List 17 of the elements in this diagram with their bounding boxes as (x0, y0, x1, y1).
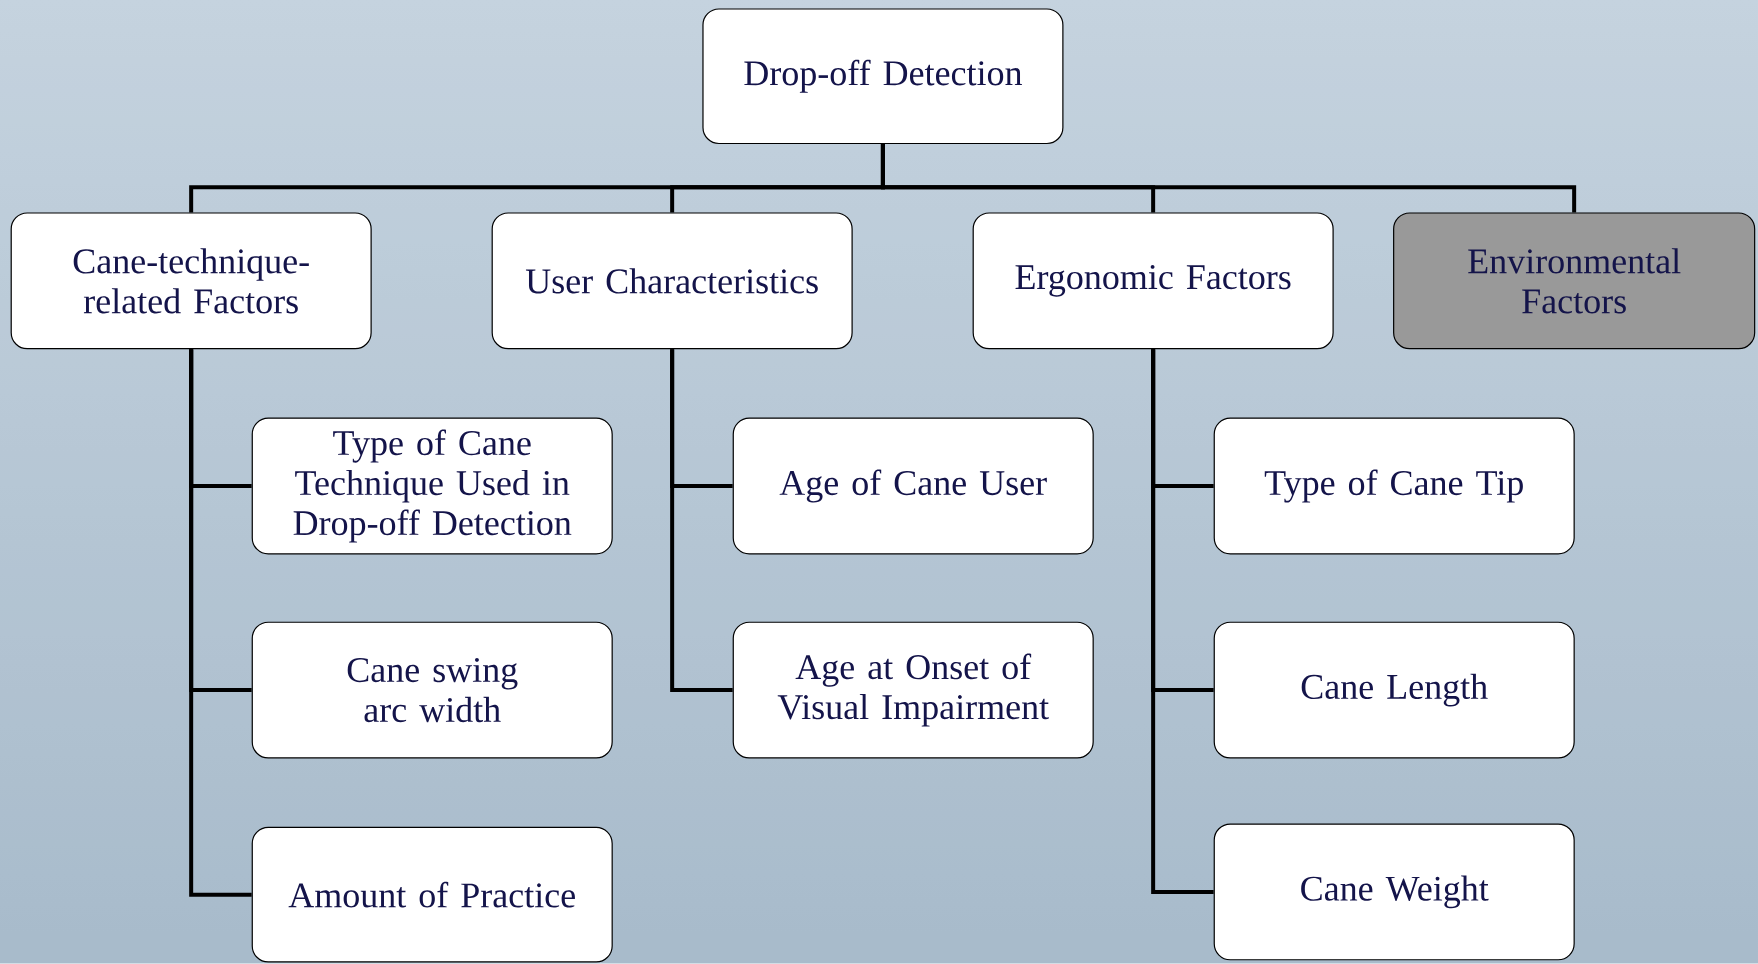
category-box: Cane swing arc width (251, 621, 613, 759)
connector-line (189, 349, 252, 897)
connector-line (880, 144, 1577, 213)
category-box: Type of Cane Technique Used in Drop-off Detection (251, 417, 613, 555)
category-box: Ergonomic Factors (972, 212, 1334, 350)
category-box: Cane-technique-related Factors (10, 212, 372, 350)
category-box: User Characteristics (491, 212, 853, 350)
connector-line (1151, 349, 1214, 894)
category-box: Type of Cane Tip (1213, 417, 1575, 555)
category-box: Drop-off Detection (702, 8, 1064, 145)
category-box: Cane Length (1213, 621, 1575, 759)
category-box: Cane Weight (1213, 823, 1575, 961)
category-box: Amount of Practice (251, 826, 613, 963)
connector-line (670, 349, 733, 693)
category-box: Age at Onset of Visual Impairment (732, 621, 1094, 759)
category-box: Age of Cane User (732, 417, 1094, 555)
category-box: Environmental Factors (1393, 212, 1756, 350)
